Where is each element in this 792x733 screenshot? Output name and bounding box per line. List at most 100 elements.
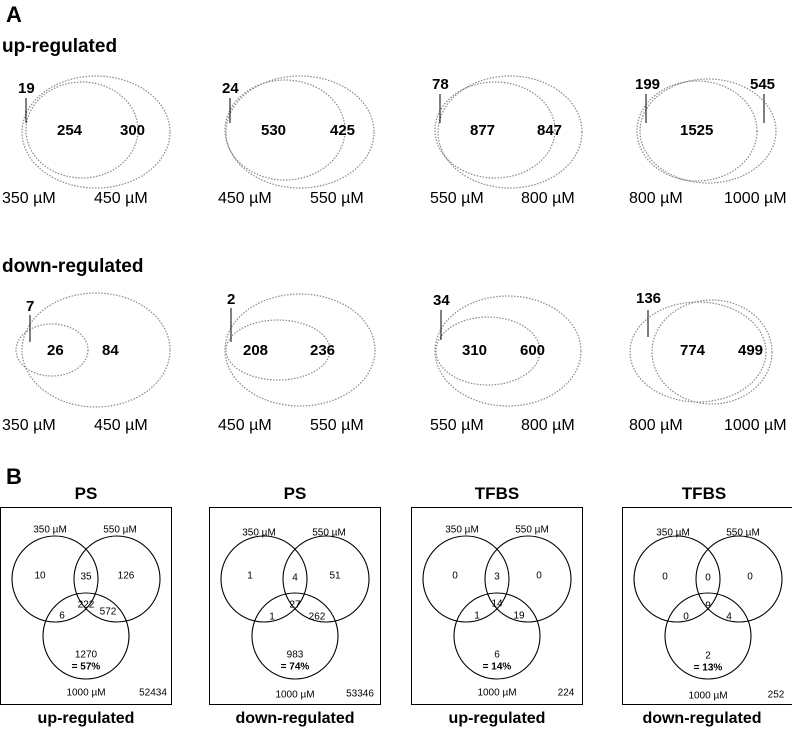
venn3-box-4 xyxy=(633,535,783,680)
venn-box-4-title: TFBS xyxy=(681,484,727,503)
region-ac: 6 xyxy=(59,610,65,622)
region-a-only: 0 xyxy=(452,570,458,582)
region-bc: 262 xyxy=(308,611,326,623)
venn-up-1-overlap-count: 254 xyxy=(57,122,83,139)
region-bc: 572 xyxy=(99,606,117,618)
dose-label: 450 µM xyxy=(94,417,148,434)
dose-label: 800 µM xyxy=(629,417,683,434)
region-ac: 1 xyxy=(474,610,480,622)
region-c-only: 6 xyxy=(494,649,500,661)
venn-box-1-title: PS xyxy=(74,484,98,503)
venn-box-3-frame xyxy=(411,507,583,705)
set-label-350: 350 µM xyxy=(445,524,479,536)
venn-up-3-right-count: 847 xyxy=(537,122,563,139)
region-ac: 0 xyxy=(683,611,689,623)
region-bc: 4 xyxy=(726,611,732,623)
venn-up-2-inner xyxy=(225,75,375,189)
venn3-box-2 xyxy=(220,535,370,680)
venn3-box-1 xyxy=(11,535,161,680)
region-a-only: 0 xyxy=(662,571,668,583)
venn-box-2-frame xyxy=(209,507,381,705)
dose-label: 550 µM xyxy=(310,417,364,434)
set-label-1000: 1000 µM xyxy=(477,687,517,699)
region-c-only: 1270 xyxy=(74,649,98,661)
venn-box-4-footer: down-regulated xyxy=(642,710,762,727)
venn-down-4-inner xyxy=(651,299,773,405)
region-c-only: 2 xyxy=(705,650,711,662)
region-abc: 27 xyxy=(289,599,301,611)
region-ab: 3 xyxy=(494,571,500,583)
set-label-1000: 1000 µM xyxy=(275,689,315,701)
region-bc: 19 xyxy=(513,610,525,622)
region-b-only: 51 xyxy=(329,570,341,582)
venn-up-2-outer-count: 24 xyxy=(222,80,239,97)
venn-down-3-overlap-count: 310 xyxy=(462,342,488,359)
venn-down-4-outer-count: 136 xyxy=(636,290,662,307)
panel-letter-b: B xyxy=(6,464,22,489)
venn-up-4-outer xyxy=(636,80,758,182)
region-ac: 1 xyxy=(269,611,275,623)
venn-down-1-outer-count: 7 xyxy=(26,298,35,315)
region-abc: 14 xyxy=(491,598,503,610)
region-a-only: 10 xyxy=(34,570,46,582)
venn-up-4-outer-count: 199 xyxy=(635,76,661,93)
total-count: 252 xyxy=(767,689,785,701)
venn-box-3-title: TFBS xyxy=(474,484,520,503)
region-b-only: 0 xyxy=(536,570,542,582)
venn-down-2-inner xyxy=(224,293,376,407)
dose-label: 350 µM xyxy=(2,190,56,207)
venn-box-1-footer: up-regulated xyxy=(37,710,135,727)
venn-down-1-outer xyxy=(15,323,89,377)
venn3-box-3 xyxy=(422,535,572,680)
venn-up-1-outer-count: 19 xyxy=(18,80,35,97)
venn-box-3-footer: up-regulated xyxy=(448,710,546,727)
venn-box-4-frame xyxy=(622,507,792,705)
venn-up-4-right-count: 545 xyxy=(750,76,776,93)
region-a-only: 1 xyxy=(247,570,253,582)
region-ab: 4 xyxy=(292,572,298,584)
total-count: 224 xyxy=(557,687,575,699)
dose-label: 800 µM xyxy=(521,190,575,207)
venn-down-4-overlap-count: 774 xyxy=(680,342,706,359)
venn-up-3-outer xyxy=(434,81,556,179)
venn-box-1-frame xyxy=(0,507,172,705)
total-count: 52434 xyxy=(139,687,167,699)
panel-letter-a: A xyxy=(6,2,22,27)
venn-down-3-inner xyxy=(434,295,582,407)
set-label-350: 350 µM xyxy=(242,527,276,539)
region-ab: 35 xyxy=(80,571,92,583)
venn-down-2-right-count: 236 xyxy=(310,342,336,359)
dose-label: 550 µM xyxy=(430,417,484,434)
venn-up-2-right-count: 425 xyxy=(330,122,356,139)
venn-down-2-outer-count: 2 xyxy=(227,291,236,308)
set-label-550: 550 µM xyxy=(515,524,549,536)
dose-label: 550 µM xyxy=(310,190,364,207)
total-count: 53346 xyxy=(346,688,374,700)
venn-up-4-inner xyxy=(639,78,777,184)
set-label-1000: 1000 µM xyxy=(66,687,106,699)
dose-label: 350 µM xyxy=(2,417,56,434)
venn-up-1-inner xyxy=(21,75,171,189)
region-c-percent: = 13% xyxy=(693,662,723,674)
venn-up-3-outer-count: 78 xyxy=(432,76,449,93)
venn-up-1-outer xyxy=(25,81,139,179)
dose-label: 800 µM xyxy=(629,190,683,207)
venn-box-2-title: PS xyxy=(283,484,307,503)
region-c-only: 983 xyxy=(286,649,304,661)
venn-up-3-inner xyxy=(437,75,583,189)
dose-label: 1000 µM xyxy=(724,190,787,207)
region-c-percent: = 14% xyxy=(482,661,512,673)
up-regulated-heading: up-regulated xyxy=(2,36,118,57)
dose-label: 450 µM xyxy=(218,190,272,207)
venn-up-2-outer xyxy=(224,79,346,181)
dose-label: 450 µM xyxy=(218,417,272,434)
region-abc: 222 xyxy=(77,599,95,611)
set-label-550: 550 µM xyxy=(103,524,137,536)
dose-label: 450 µM xyxy=(94,190,148,207)
venn-down-1-overlap-count: 26 xyxy=(47,342,64,359)
region-b-only: 126 xyxy=(117,570,135,582)
region-ab: 0 xyxy=(705,572,711,584)
dose-label: 550 µM xyxy=(430,190,484,207)
set-label-350: 350 µM xyxy=(656,527,690,539)
